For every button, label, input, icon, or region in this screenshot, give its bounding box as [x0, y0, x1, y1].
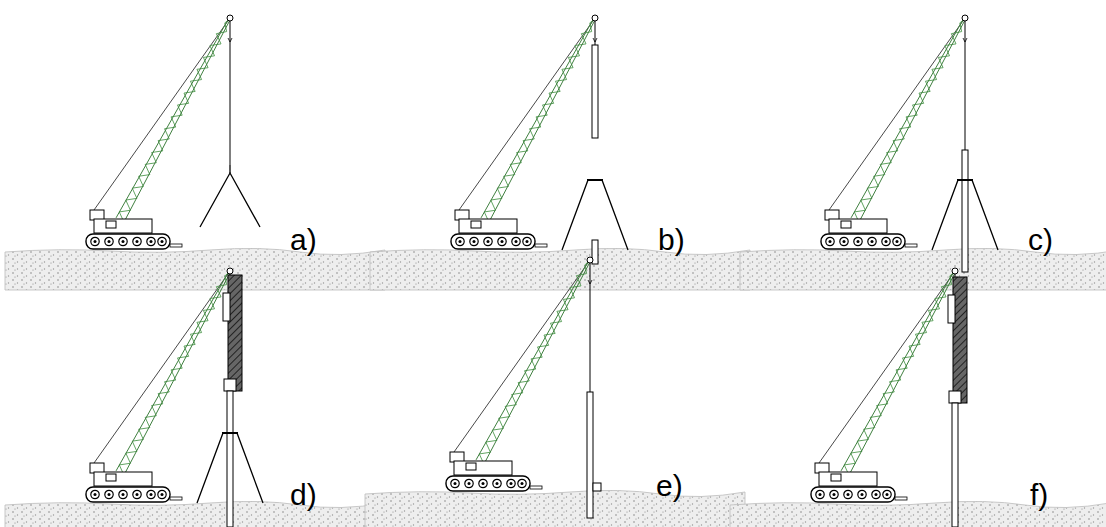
- pile-driving-step: [370, 15, 750, 290]
- step-label: b): [658, 225, 685, 255]
- pile: [227, 391, 233, 527]
- ground: [5, 501, 385, 527]
- crawler-crane: [811, 268, 958, 502]
- pile-driving-step: [365, 257, 745, 527]
- step-label: c): [1028, 225, 1053, 255]
- pile-driving-step: [5, 268, 385, 527]
- pile: [962, 150, 968, 272]
- ground: [365, 490, 745, 527]
- crawler-crane: [86, 15, 233, 249]
- pile-clamp: [593, 483, 601, 491]
- pile: [952, 403, 958, 527]
- hoist-cable: [965, 21, 966, 150]
- ground: [730, 501, 1106, 527]
- pile-driving-step: [5, 15, 385, 290]
- pile-guide-frame: [200, 165, 260, 227]
- pile: [587, 392, 593, 518]
- crawler-crane: [446, 257, 593, 491]
- vibratory-hammer: [223, 275, 242, 391]
- hoist-cable: [590, 263, 591, 392]
- step-label: f): [1030, 480, 1048, 510]
- pile-driving-step: [730, 268, 1106, 527]
- step-label: e): [656, 471, 683, 501]
- pile-guide-frame: [197, 433, 263, 503]
- vibratory-hammer: [948, 277, 967, 403]
- pile-driving-step: [740, 15, 1106, 290]
- step-label: d): [290, 480, 317, 510]
- ground: [370, 248, 750, 290]
- pile-guide-frame: [562, 180, 628, 250]
- pile-guide-frame: [932, 180, 998, 250]
- ground: [5, 248, 385, 290]
- step-label: a): [290, 225, 317, 255]
- pile: [592, 45, 598, 138]
